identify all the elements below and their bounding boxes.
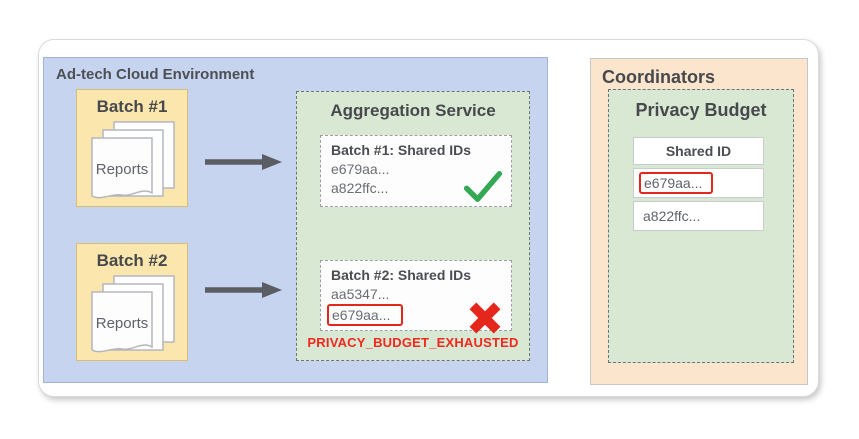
batch-1-box: Batch #1 Reports	[76, 89, 188, 207]
flow-arrow-icon	[205, 154, 282, 170]
coordinators-title: Coordinators	[602, 67, 716, 87]
aggregation-service-title: Aggregation Service	[330, 101, 496, 120]
shared-id-value: e679aa...	[331, 161, 390, 177]
table-row: e679aa...	[633, 168, 764, 198]
batch-2-box: Batch #2 Reports	[76, 243, 188, 361]
batch-1-result-card: Batch #1: Shared IDs e679aa... a822ffc..…	[320, 135, 512, 207]
success-check-icon	[463, 171, 503, 202]
batch-2-label: Batch #2	[96, 251, 168, 270]
batch-2-result-card: Batch #2: Shared IDs aa5347... e679aa...	[320, 260, 512, 334]
shared-id-value: aa5347...	[331, 286, 390, 302]
reports-stack-icon: Reports	[91, 121, 175, 199]
shared-id-table-header: Shared ID	[633, 137, 764, 165]
reports-label: Reports	[96, 315, 149, 332]
reports-label: Reports	[96, 161, 149, 178]
reports-stack-icon: Reports	[91, 275, 175, 353]
table-row: a822ffc...	[633, 201, 764, 231]
privacy-budget-panel: Privacy Budget Shared ID e679aa... a822f…	[608, 89, 794, 363]
privacy-budget-exhausted-label: PRIVACY_BUDGET_EXHAUSTED	[307, 335, 519, 350]
coordinators-container: Coordinators Privacy Budget Shared ID e6…	[590, 58, 808, 385]
batch-1-label: Batch #1	[96, 97, 168, 116]
result-card-title: Batch #2: Shared IDs	[331, 267, 472, 283]
aggregation-service-panel: Aggregation Service Batch #1: Shared IDs…	[296, 91, 530, 361]
privacy-budget-title: Privacy Budget	[635, 100, 767, 120]
shared-id-table: Shared ID e679aa... a822ffc...	[633, 137, 764, 234]
adtech-environment-title: Ad-tech Cloud Environment	[56, 66, 255, 83]
flagged-shared-id-highlight: e679aa...	[327, 303, 404, 327]
failure-x-icon	[469, 302, 501, 334]
shared-id-value: a822ffc...	[331, 179, 389, 196]
flow-arrow-icon	[205, 282, 282, 298]
result-card-title: Batch #1: Shared IDs	[331, 142, 472, 158]
flagged-shared-id-highlight: e679aa...	[639, 172, 714, 194]
adtech-environment-container: Ad-tech Cloud Environment Batch #1 Repor…	[43, 57, 548, 383]
